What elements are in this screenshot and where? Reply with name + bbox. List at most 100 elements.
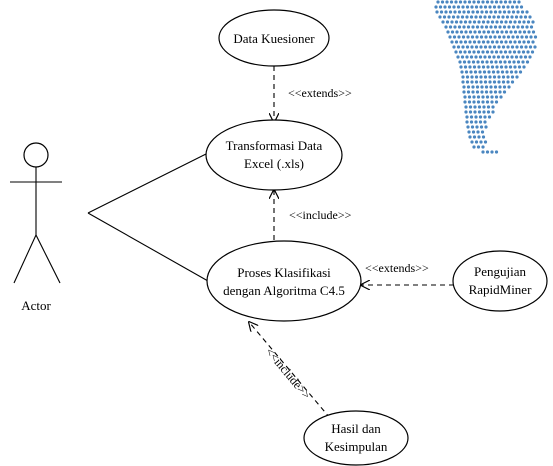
map-dot: [494, 100, 499, 104]
map-dot: [463, 95, 467, 99]
map-dot: [470, 80, 474, 84]
usecase-proses-klasifikasi[interactable]: Proses Klasifikasi dengan Algoritma C4.5: [206, 240, 362, 322]
map-dot: [522, 20, 526, 24]
map-dot: [490, 65, 495, 69]
map-dot: [483, 55, 487, 59]
map-dot: [529, 35, 533, 39]
map-dot: [470, 35, 475, 39]
map-dot: [477, 65, 481, 69]
map-dot: [473, 30, 477, 34]
map-dot: [481, 50, 485, 54]
map-dot: [501, 75, 506, 79]
map-dot: [507, 60, 512, 64]
map-dot: [483, 80, 488, 84]
map-dot: [504, 30, 509, 34]
map-dot: [501, 5, 506, 9]
map-dot: [521, 50, 526, 54]
map-dot: [496, 55, 501, 59]
map-dot: [460, 70, 464, 74]
map-dot: [490, 20, 495, 24]
usecase-pengujian-rapidminer[interactable]: Pengujian RapidMiner: [452, 250, 548, 312]
usecase-hasil-kesimpulan[interactable]: Hasil dan Kesimpulan: [303, 410, 409, 466]
map-dot: [493, 35, 497, 39]
map-dot: [444, 10, 448, 14]
map-dot: [484, 90, 489, 94]
map-dot: [474, 140, 479, 144]
map-dot: [473, 70, 478, 74]
map-dot: [505, 70, 509, 74]
map-dot: [479, 75, 483, 79]
map-dot: [472, 20, 477, 24]
map-dot: [504, 65, 508, 69]
map-dot: [507, 10, 511, 14]
map-dot: [459, 30, 464, 34]
map-dot: [480, 25, 484, 29]
map-dot: [515, 75, 519, 79]
map-dot: [472, 50, 476, 54]
usecase-data-kuesioner[interactable]: Data Kuesioner: [218, 9, 330, 67]
map-dot: [531, 40, 535, 44]
map-dot: [503, 0, 508, 4]
map-dot: [514, 55, 519, 59]
map-dot: [451, 15, 456, 19]
map-dot: [502, 35, 506, 39]
map-dot: [520, 35, 524, 39]
map-dot: [465, 45, 470, 49]
map-dot: [474, 5, 479, 9]
usecase-pengujian-line1: Pengujian: [474, 264, 526, 279]
map-dot: [494, 95, 499, 99]
map-dot: [453, 25, 457, 29]
map-dot: [492, 45, 497, 49]
map-dot: [483, 5, 488, 9]
usecase-transformasi-line2: Excel (.xls): [244, 156, 304, 171]
map-dot: [482, 30, 486, 34]
map-dot: [507, 25, 511, 29]
map-dot: [463, 0, 467, 4]
map-dot: [463, 50, 467, 54]
map-dot: [475, 125, 479, 129]
map-dot: [480, 130, 485, 134]
map-dot: [474, 115, 478, 119]
map-dot: [453, 10, 457, 14]
map-dot: [499, 20, 504, 24]
usecase-transformasi-data[interactable]: Transformasi Data Excel (.xls): [205, 119, 343, 191]
map-dot: [492, 55, 496, 59]
map-dot: [496, 70, 500, 74]
map-dot: [466, 25, 471, 29]
map-dot: [493, 85, 498, 89]
map-dot: [469, 120, 474, 124]
include-arrow-hasil: [249, 322, 331, 419]
map-dot: [495, 40, 499, 44]
map-dot: [457, 10, 462, 14]
map-dot: [481, 20, 486, 24]
map-dot: [519, 15, 523, 19]
map-dot: [459, 40, 463, 44]
map-dot: [499, 95, 503, 99]
map-dot: [517, 20, 522, 24]
map-dot: [489, 10, 493, 14]
map-dot: [471, 90, 475, 94]
map-dot: [462, 90, 466, 94]
map-dot: [487, 115, 492, 119]
map-dot: [494, 50, 499, 54]
map-dot: [517, 40, 522, 44]
map-dot: [512, 60, 516, 64]
map-dot: [475, 35, 479, 39]
map-dot: [474, 55, 478, 59]
map-dot: [483, 120, 487, 124]
map-dot: [498, 60, 503, 64]
map-dot: [490, 150, 494, 154]
map-dot: [492, 15, 496, 19]
map-dot: [489, 25, 493, 29]
map-dot: [514, 70, 518, 74]
association-transformasi: [87, 152, 209, 214]
extends-label-2: <<extends>>: [365, 261, 429, 275]
map-dot: [501, 55, 505, 59]
map-dot: [464, 70, 469, 74]
map-dot: [521, 60, 525, 64]
map-dot: [490, 40, 495, 44]
map-dot: [517, 50, 521, 54]
map-dot: [460, 55, 465, 59]
map-dot: [495, 65, 499, 69]
map-dot: [461, 45, 465, 49]
